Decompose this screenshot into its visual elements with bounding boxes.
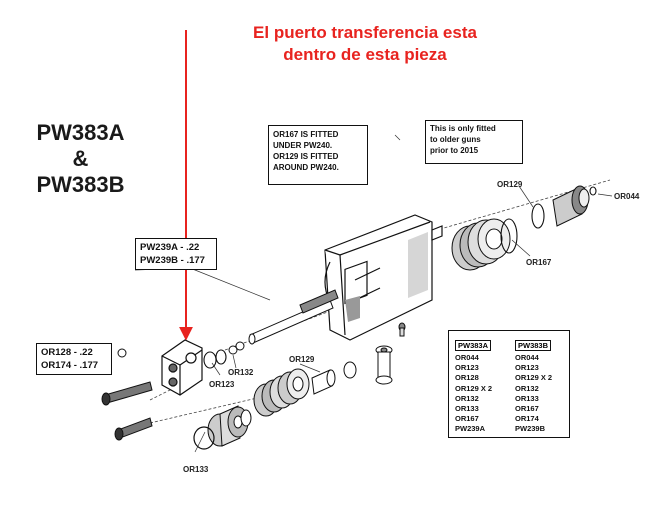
probe — [228, 289, 339, 355]
parts-col-a-item: PW239A — [455, 424, 486, 434]
label-or133: OR133 — [183, 465, 209, 474]
note-fitted-line-4: AROUND PW240. — [273, 163, 339, 172]
parts-table: PW383A OR044 OR123 OR128 OR129 X 2 OR132… — [448, 330, 570, 438]
parts-col-b-item: OR167 — [515, 404, 539, 414]
label-or123: OR123 — [209, 380, 235, 389]
parts-col-b-item: OR132 — [515, 383, 539, 393]
parts-col-a-item: OR044 — [455, 353, 479, 362]
parts-col-a-header: PW383A — [455, 340, 492, 351]
parts-col-a-item: OR123 — [455, 363, 479, 373]
model-a: PW383A — [36, 120, 125, 145]
parts-col-b-item: OR044 — [515, 353, 539, 362]
valve-piece — [552, 185, 590, 227]
model-b: PW383B — [36, 172, 125, 197]
parts-col-a: PW383A OR044 OR123 OR128 OR129 X 2 OR132… — [455, 335, 492, 435]
parts-col-b-header: PW383B — [515, 340, 552, 351]
note-older-line-3: prior to 2015 — [430, 146, 479, 155]
spring-right — [451, 218, 511, 271]
model-heading: PW383A & PW383B — [28, 120, 133, 198]
parts-col-a-item: OR132 — [455, 393, 479, 403]
annotation-line-2: dentro de esta pieza — [283, 45, 447, 64]
parts-col-b-item: OR174 — [515, 414, 539, 424]
annotation-line-1: El puerto transferencia esta — [253, 23, 477, 42]
parts-col-b-item: OR123 — [515, 363, 539, 373]
left-screws — [101, 381, 153, 441]
note-fitted-line-2: UNDER PW240. — [273, 141, 333, 150]
parts-col-a-item: OR128 — [455, 373, 479, 383]
label-or167: OR167 — [526, 258, 552, 267]
label-or129-mid: OR129 — [289, 355, 315, 364]
note-fitted-box: OR167 IS FITTED UNDER PW240. OR129 IS FI… — [268, 125, 368, 185]
parts-col-b: PW383B OR044 OR123 OR129 X 2 OR132 OR133… — [515, 335, 552, 435]
annotation-title: El puerto transferencia esta dentro de e… — [195, 22, 535, 66]
parts-col-b-item: PW239B — [515, 424, 546, 434]
parts-col-a-item: OR167 — [455, 414, 479, 424]
note-older-line-1: This is only fitted — [430, 124, 496, 133]
parts-col-a-item: OR133 — [455, 404, 479, 414]
pw239-line-2: PW239B - .177 — [140, 255, 205, 266]
or-size-line-2: OR174 - .177 — [41, 360, 99, 371]
or-size-line-1: OR128 - .22 — [41, 347, 93, 358]
note-older-box: This is only fitted to older guns prior … — [425, 120, 523, 164]
label-or044: OR044 — [614, 192, 640, 201]
note-fitted-line-1: OR167 IS FITTED — [273, 130, 339, 139]
o-rings-right — [500, 186, 597, 254]
pw239-line-1: PW239A - .22 — [140, 242, 200, 253]
label-or129-top: OR129 — [497, 180, 523, 189]
parts-col-b-item: OR133 — [515, 393, 539, 403]
parts-col-a-item: OR129 X 2 — [455, 383, 493, 393]
label-or132: OR132 — [228, 368, 254, 377]
transfer-port-block — [161, 339, 203, 396]
or-size-box: OR128 - .22 OR174 - .177 — [36, 343, 112, 375]
pw239-box: PW239A - .22 PW239B - .177 — [135, 238, 217, 270]
parts-col-b-item: OR129 X 2 — [515, 373, 553, 383]
spring-lower — [253, 368, 310, 417]
model-amp: & — [72, 146, 89, 171]
note-fitted-line-3: OR129 IS FITTED — [273, 152, 339, 161]
note-older-line-2: to older guns — [430, 135, 481, 144]
